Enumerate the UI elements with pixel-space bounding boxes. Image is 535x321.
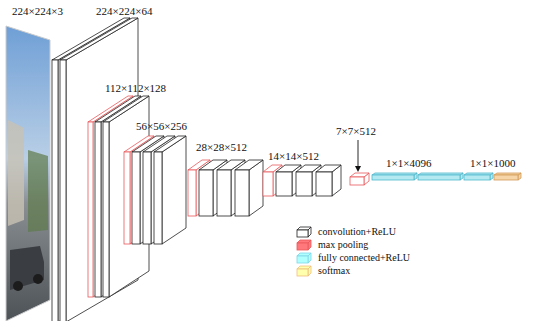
fc-block [464,173,493,180]
dimension-label: 28×28×512 [196,141,247,154]
image-plane [6,26,50,321]
block-front [464,175,490,180]
legend-item: convolution+ReLU [296,225,410,238]
block-front [494,175,518,180]
input-image [6,26,50,321]
legend-swatch [296,239,312,251]
dimension-label: 224×224×3 [12,5,63,18]
pool-block [350,173,369,185]
legend-label: convolution+ReLU [318,226,396,238]
block-front [124,152,130,244]
block-front [52,60,58,321]
conv-block [235,160,263,216]
legend-item: max pooling [296,238,410,251]
block-front [95,122,101,297]
conv-block [132,136,164,244]
swatch-front [297,256,308,263]
block-front [276,172,292,196]
swatch-top [297,227,311,230]
legend-label: max pooling [318,239,368,251]
dimension-label: 112×112×128 [105,82,166,95]
block-top [235,160,263,170]
dimension-label: 56×56×256 [136,120,187,133]
image-building [8,120,24,226]
legend-swatch [296,252,312,264]
image-wheel [33,274,43,284]
legend-swatch [296,265,312,277]
block-top [154,136,186,152]
pointer-line [358,140,359,168]
image-tree [28,150,48,232]
dimension-label: 224×224×64 [96,5,152,18]
block-front [188,170,196,216]
legend-item: fully connected+ReLU [296,251,410,264]
pool-block [124,136,154,244]
image-car [10,246,44,290]
legend-swatch [296,226,312,238]
conv-block [316,165,341,196]
block-front [199,170,213,216]
legend-label: fully connected+ReLU [318,252,410,264]
block-front [60,60,66,321]
swatch-front [297,230,308,237]
block-front [143,152,151,244]
layer-blocks [52,18,521,321]
image-wheel [13,281,23,291]
swatch-top [297,253,311,256]
swatch-front [297,269,308,276]
swatch-front [297,243,308,250]
block-side [162,136,186,244]
dimension-label: 1×1×1000 [470,157,515,170]
block-front [263,172,273,196]
dimension-label: 7×7×512 [336,125,376,138]
block-front [235,170,249,216]
fc-block [372,173,417,180]
block-top [316,165,341,172]
block-front [132,152,140,244]
legend-item: softmax [296,264,410,277]
legend-label: softmax [318,265,350,277]
block-top [350,173,369,177]
block-front [103,122,109,297]
block-top [103,96,149,122]
block-front [350,177,364,185]
block-front [372,175,414,180]
dimension-label: 14×14×512 [268,150,319,163]
legend: convolution+ReLUmax poolingfully connect… [296,225,410,277]
swatch-top [297,240,311,243]
swatch-top [297,266,311,269]
block-front [418,175,460,180]
block-front [316,172,332,196]
block-front [296,172,312,196]
pointer-head [355,166,361,172]
block-top [60,18,138,60]
conv-block [154,136,186,244]
dimension-label: 1×1×4096 [386,157,431,170]
block-front [88,122,93,297]
block-front [154,152,162,244]
block-front [217,170,231,216]
fc-block [418,173,463,180]
softmax-block [494,173,521,180]
